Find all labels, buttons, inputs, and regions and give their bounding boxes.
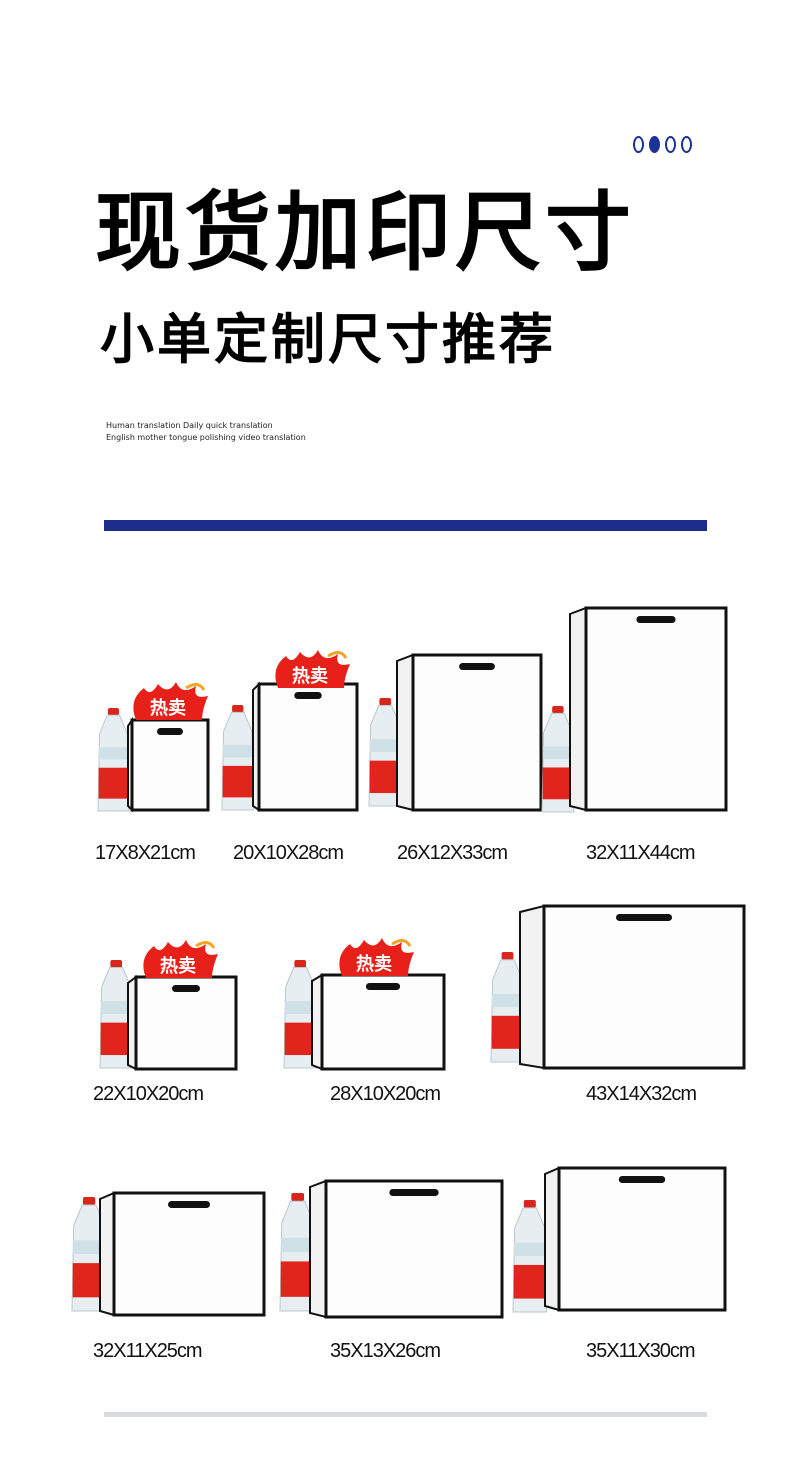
gift-bag (519, 904, 746, 1070)
english-line-1: Human translation Daily quick translatio… (106, 421, 273, 430)
flame-icon (133, 682, 208, 720)
page-subtitle: 小单定制尺寸推荐 (100, 308, 556, 371)
bag-handle (294, 692, 322, 699)
hot-sale-label: 热卖 (150, 697, 186, 719)
bag-handle (636, 616, 676, 623)
bag-handle (168, 1201, 210, 1208)
bottle-label (98, 767, 129, 799)
hot-sale-badge: 热卖 (339, 938, 414, 976)
page-dot[interactable] (633, 136, 644, 153)
water-bottle (221, 705, 255, 811)
pagination-dots (633, 136, 692, 153)
bag-handle (172, 985, 200, 992)
english-line-2: English mother tongue polishing video tr… (106, 433, 306, 442)
bag-handle (459, 663, 495, 670)
bottle-label (491, 1015, 524, 1049)
bottle-label (369, 760, 401, 794)
size-label: 17X8X21cm (95, 842, 196, 864)
size-label: 26X12X33cm (397, 842, 508, 864)
hot-sale-label: 热卖 (292, 665, 328, 687)
bottle-label (222, 765, 253, 798)
flame-icon (339, 938, 414, 976)
bag-handle (389, 1189, 439, 1196)
flame-icon (143, 940, 218, 978)
gift-bag (99, 1191, 266, 1317)
bottom-divider (104, 1412, 707, 1417)
bottle-label (284, 1022, 316, 1056)
size-label: 20X10X28cm (233, 842, 344, 864)
hot-sale-badge: 热卖 (143, 940, 218, 978)
size-label: 32X11X44cm (586, 842, 696, 864)
bag-handle (365, 983, 401, 990)
gift-bag (569, 606, 728, 812)
water-bottle (541, 706, 575, 813)
hot-sale-label: 热卖 (356, 953, 392, 975)
gift-bag (252, 681, 359, 812)
flame-icon (275, 650, 350, 688)
water-bottle (99, 960, 133, 1069)
bottle-label (513, 1264, 546, 1299)
gift-bag (396, 653, 543, 812)
hot-sale-badge: 热卖 (275, 650, 350, 688)
water-bottle (512, 1200, 548, 1313)
size-label: 43X14X32cm (586, 1083, 697, 1105)
size-label: 32X11X25cm (93, 1340, 203, 1362)
page-dot[interactable] (681, 136, 692, 153)
gift-bag (311, 973, 446, 1071)
water-bottle (97, 708, 130, 812)
water-bottle (279, 1193, 316, 1312)
bag-handle (157, 728, 183, 735)
water-bottle (368, 698, 402, 807)
water-bottle (283, 960, 317, 1069)
page-title: 现货加印尺寸 (95, 183, 635, 283)
water-bottle (490, 952, 525, 1063)
bottle-label (100, 1022, 132, 1056)
accent-divider (104, 520, 707, 531)
size-label: 35X11X30cm (586, 1340, 696, 1362)
bottle-label (542, 767, 574, 800)
gift-bag (127, 975, 238, 1071)
page-dot-active[interactable] (649, 136, 660, 153)
size-label: 22X10X20cm (93, 1083, 204, 1105)
gift-bag (544, 1166, 727, 1312)
gift-bag (309, 1179, 504, 1319)
hot-sale-badge: 热卖 (133, 682, 208, 720)
bag-handle (616, 914, 672, 921)
size-label: 28X10X20cm (330, 1083, 441, 1105)
size-label: 35X13X26cm (330, 1340, 441, 1362)
hot-sale-label: 热卖 (160, 955, 196, 977)
page-dot[interactable] (665, 136, 676, 153)
gift-bag (127, 716, 210, 813)
bag-handle (618, 1176, 666, 1183)
